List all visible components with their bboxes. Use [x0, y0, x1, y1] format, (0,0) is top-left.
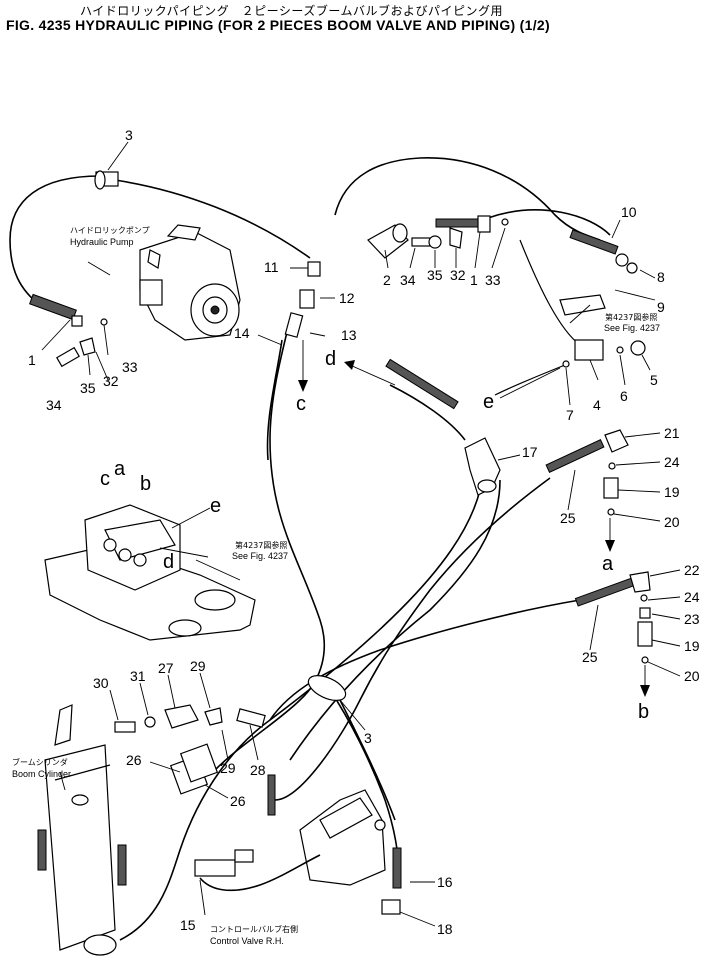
- callout-25-a: 25: [560, 510, 576, 526]
- control-valve-label-jp: コントロールバルブ右側: [210, 924, 298, 934]
- callout-27: 27: [158, 660, 174, 676]
- letter-a-valve: a: [114, 458, 126, 480]
- boom-cylinder-label-jp: ブームシリンダ: [12, 757, 68, 767]
- letter-d-valve: d: [163, 551, 174, 573]
- see-fig-en-2: See Fig. 4237: [232, 551, 288, 561]
- see-fig-jp-1: 第4237図参照: [605, 312, 657, 322]
- letter-b-arrow: b: [638, 701, 649, 723]
- callout-16: 16: [437, 874, 453, 890]
- middle-fittings: [385, 358, 653, 664]
- callout-4: 4: [593, 397, 601, 413]
- clamp-parts: [114, 704, 266, 795]
- callout-15: 15: [180, 917, 196, 933]
- callout-9: 9: [657, 299, 665, 315]
- callout-21: 21: [664, 425, 680, 441]
- callout-26-right: 26: [230, 793, 246, 809]
- callout-20-a: 20: [664, 514, 680, 530]
- letter-a-arrow: a: [602, 553, 614, 575]
- callout-6: 6: [620, 388, 628, 404]
- callout-31: 31: [130, 668, 146, 684]
- hydraulic-pump: [139, 224, 241, 341]
- callout-2: 2: [383, 272, 391, 288]
- component-labels: ハイドロリックポンプ Hydraulic Pump 第4237図参照 See F…: [12, 226, 660, 946]
- callout-22: 22: [684, 562, 700, 578]
- pump-label-en: Hydraulic Pump: [70, 237, 134, 247]
- callout-29-bottom: 29: [220, 760, 236, 776]
- see-fig-jp-2: 第4237図参照: [235, 540, 287, 550]
- callout-32-top: 32: [450, 267, 466, 283]
- callout-20-b: 20: [684, 668, 700, 684]
- callout-26-left: 26: [126, 752, 142, 768]
- callout-35-top: 35: [427, 267, 443, 283]
- callout-33-left: 33: [122, 359, 138, 375]
- callout-10: 10: [621, 204, 637, 220]
- callout-18: 18: [437, 921, 453, 937]
- callout-14: 14: [234, 325, 250, 341]
- flow-arrows: [298, 340, 650, 697]
- callout-23: 23: [684, 611, 700, 627]
- control-valve-label-en: Control Valve R.H.: [210, 936, 284, 946]
- callout-19-b: 19: [684, 638, 700, 654]
- figure-title: FIG. 4235 HYDRAULIC PIPING (FOR 2 PIECES…: [6, 17, 550, 33]
- letter-c-arrow: c: [296, 393, 306, 415]
- pump-label-jp: ハイドロリックポンプ: [70, 226, 150, 235]
- callout-5: 5: [650, 372, 658, 388]
- callout-29-top: 29: [190, 658, 206, 674]
- callout-35-left: 35: [80, 380, 96, 396]
- boom-valve-plate: [44, 504, 256, 641]
- letter-d-arrow: d: [325, 348, 336, 370]
- japanese-title: ハイドロリックパイピング ２ピーシーズブームバルブおよびパイピング用: [80, 4, 503, 18]
- leader-lines: [41, 141, 681, 927]
- callout-24-b: 24: [684, 589, 700, 605]
- callout-3-bottom: 3: [364, 730, 372, 746]
- letter-b-valve: b: [140, 473, 151, 495]
- top-fittings: [29, 170, 646, 368]
- callout-34-left: 34: [46, 397, 62, 413]
- part-number-callouts: 3 10 11 8 9 12 13 14 2 34 35 32 1 33 1 3…: [28, 127, 700, 937]
- boom-cylinder-label-en: Boom Cylinder: [12, 769, 71, 779]
- letter-e-arrow: e: [483, 391, 494, 413]
- boom-cylinder: [37, 704, 127, 956]
- callout-7: 7: [566, 407, 574, 423]
- clamp-3-lower: [307, 675, 347, 701]
- callout-1-top: 1: [470, 272, 478, 288]
- callout-8: 8: [657, 269, 665, 285]
- callout-19-a: 19: [664, 484, 680, 500]
- callout-17: 17: [522, 444, 538, 460]
- callout-34-top: 34: [400, 272, 416, 288]
- callout-11: 11: [264, 259, 279, 275]
- callout-24-a: 24: [664, 454, 680, 470]
- callout-25-b: 25: [582, 649, 598, 665]
- callout-12: 12: [339, 290, 355, 306]
- see-fig-en-1: See Fig. 4237: [604, 323, 660, 333]
- callout-3-top: 3: [125, 127, 133, 143]
- letter-c-valve: c: [100, 468, 110, 490]
- pipe-lines: [9, 157, 611, 941]
- callout-13: 13: [341, 327, 357, 343]
- control-valve-rh: [194, 774, 402, 915]
- callout-33-top: 33: [485, 272, 501, 288]
- callout-1-left: 1: [28, 352, 36, 368]
- letter-e-valve: e: [210, 495, 221, 517]
- callout-28: 28: [250, 762, 266, 778]
- callout-32-left: 32: [103, 373, 119, 389]
- connection-letters: c d e a b c a b e d: [100, 348, 649, 723]
- callout-30: 30: [93, 675, 109, 691]
